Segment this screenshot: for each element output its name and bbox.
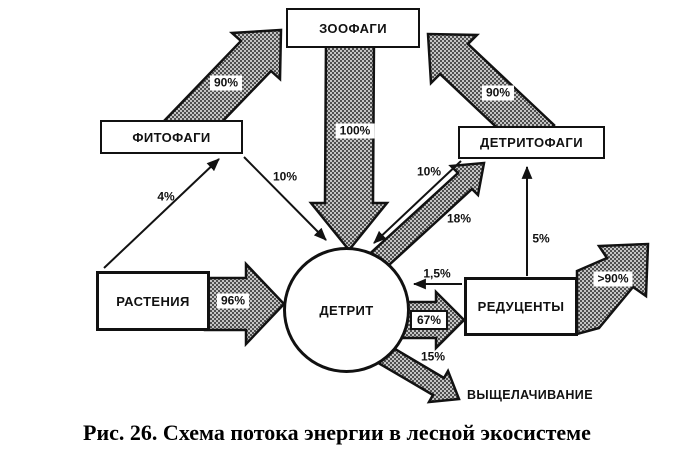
reducers-box: РЕДУЦЕНТЫ bbox=[464, 277, 578, 336]
flow-phytophages-to-detritus bbox=[243, 156, 327, 241]
detritus-label: ДЕТРИТ bbox=[319, 302, 374, 318]
flow-value-zoophages-to-detritus: 100% bbox=[335, 123, 375, 139]
detritophages-label: ДЕТРИТОФАГИ bbox=[480, 135, 583, 150]
figure-caption: Рис. 26. Схема потока энергии в лесной э… bbox=[83, 420, 591, 445]
zoophages-box: ЗООФАГИ bbox=[286, 8, 420, 48]
flow-value-detritus-to-reducers: 67% bbox=[409, 310, 449, 330]
plants-label: РАСТЕНИЯ bbox=[116, 293, 190, 309]
plants-box: РАСТЕНИЯ bbox=[96, 271, 210, 331]
reducers-label: РЕДУЦЕНТЫ bbox=[477, 299, 565, 314]
detritophages-box: ДЕТРИТОФАГИ bbox=[458, 126, 605, 159]
flow-value-phytophages-to-zoophages: 90% bbox=[209, 75, 243, 91]
flow-detritophages-to-detritus bbox=[373, 160, 462, 244]
phytophages-label: ФИТОФАГИ bbox=[132, 129, 211, 145]
flow-value-reducers-to-detritus: 1,5% bbox=[423, 266, 451, 281]
flow-value-plants-to-phytophages: 4% bbox=[157, 189, 175, 204]
flow-detritus-to-detritophages bbox=[361, 161, 486, 278]
flow-zoophages-to-detritus bbox=[308, 38, 390, 252]
flow-value-detritophages-to-detritus: 10% bbox=[416, 164, 442, 179]
flow-value-detritophages-to-zoophages: 90% bbox=[481, 85, 515, 101]
detritus-circle: ДЕТРИТ bbox=[283, 247, 410, 373]
flow-value-detritus-to-detritophages: 18% bbox=[446, 211, 472, 226]
flow-reducers-to-environment bbox=[575, 242, 650, 336]
leaching-label: ВЫЩЕЛАЧИВАНИЕ bbox=[467, 388, 593, 402]
flow-value-reducers-to-detritophages: 5% bbox=[532, 231, 550, 246]
flow-value-detritus-to-leaching: 15% bbox=[420, 349, 446, 364]
zoophages-label: ЗООФАГИ bbox=[319, 20, 387, 36]
flow-value-plants-to-detritus: 96% bbox=[216, 293, 250, 309]
flow-plants-to-phytophages bbox=[103, 158, 220, 269]
flow-value-phytophages-to-detritus: 10% bbox=[272, 169, 298, 184]
phytophages-box: ФИТОФАГИ bbox=[100, 120, 243, 154]
flow-value-reducers-to-environment: >90% bbox=[593, 271, 633, 287]
